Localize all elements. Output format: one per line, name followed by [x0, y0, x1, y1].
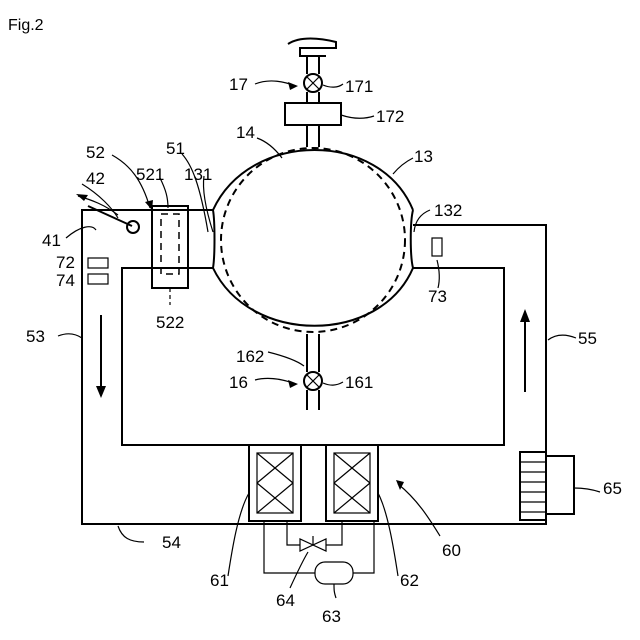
- label-17: 17: [229, 75, 248, 94]
- label-60: 60: [442, 541, 461, 560]
- label-72: 72: [56, 253, 75, 272]
- inner-vessel-dashed: [221, 148, 405, 332]
- top-pipe: [285, 39, 341, 148]
- label-41: 41: [42, 231, 61, 250]
- label-51: 51: [166, 139, 185, 158]
- flow-arrow-down: [96, 315, 106, 398]
- label-62: 62: [400, 571, 419, 590]
- label-54: 54: [162, 533, 181, 552]
- label-13: 13: [414, 147, 433, 166]
- label-162: 162: [236, 347, 264, 366]
- sensor-74: [88, 274, 108, 284]
- label-171: 171: [345, 77, 373, 96]
- chamber: [213, 148, 413, 332]
- sensor-72: [88, 258, 108, 268]
- label-522: 522: [156, 313, 184, 332]
- compressor-63: [315, 562, 353, 584]
- label-131: 131: [184, 165, 212, 184]
- label-61: 61: [210, 571, 229, 590]
- unit-52: [152, 206, 188, 305]
- label-42: 42: [86, 169, 105, 188]
- label-74: 74: [56, 271, 75, 290]
- label-14: 14: [236, 123, 255, 142]
- label-65: 65: [603, 479, 622, 498]
- label-161: 161: [345, 373, 373, 392]
- label-64: 64: [276, 591, 295, 610]
- label-55: 55: [578, 329, 597, 348]
- label-132: 132: [434, 201, 462, 220]
- label-73: 73: [428, 287, 447, 306]
- filter-172: [285, 103, 341, 125]
- figure-caption: Fig.2: [8, 17, 44, 34]
- heat-exchanger-62: [326, 445, 378, 521]
- fan-65: [520, 452, 574, 520]
- label-521: 521: [136, 165, 164, 184]
- label-16: 16: [229, 373, 248, 392]
- label-63: 63: [322, 607, 341, 626]
- flow-arrow-up: [520, 309, 530, 392]
- sensor-73: [432, 238, 442, 256]
- label-53: 53: [26, 327, 45, 346]
- bottom-pipe: [304, 334, 322, 410]
- refrigerant-circuit: [264, 521, 374, 584]
- label-172: 172: [376, 107, 404, 126]
- heat-exchanger-61: [249, 445, 301, 521]
- label-52: 52: [86, 143, 105, 162]
